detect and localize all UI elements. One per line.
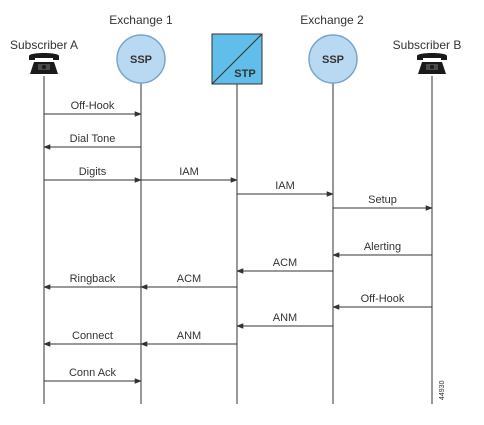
stp-label: STP (234, 68, 255, 80)
message-label: Setup (368, 194, 397, 206)
message-label: Conn Ack (69, 367, 117, 379)
message-label: Off-Hook (361, 293, 405, 305)
message-label: Alerting (364, 241, 401, 253)
header-subscriber-b: Subscriber B (393, 38, 462, 52)
message-label: Dial Tone (70, 133, 116, 145)
telephone-icon (29, 53, 59, 74)
ssp-node-exchange-2: SSP (308, 34, 358, 84)
header-exchange-1: Exchange 1 (109, 13, 173, 27)
message-label: ANM (177, 330, 201, 342)
stp-node: STP (211, 33, 263, 85)
header-subscriber-a: Subscriber A (10, 38, 78, 52)
message-label: IAM (179, 166, 199, 178)
ssp-node-exchange-1: SSP (116, 34, 166, 84)
message-label: ACM (177, 273, 201, 285)
message-label: ACM (273, 257, 297, 269)
message-label: Ringback (70, 273, 116, 285)
message-label: IAM (275, 180, 295, 192)
message-label: ANM (273, 312, 297, 324)
message-label: Off-Hook (71, 100, 115, 112)
header-exchange-2: Exchange 2 (300, 13, 364, 27)
telephone-icon (417, 53, 447, 74)
figure-id: 44930 (439, 380, 446, 400)
lifelines (43, 76, 433, 404)
ssp-label: SSP (322, 54, 344, 66)
ssp-label: SSP (130, 54, 152, 66)
message-label: Connect (72, 330, 113, 342)
message-label: Digits (79, 166, 107, 178)
